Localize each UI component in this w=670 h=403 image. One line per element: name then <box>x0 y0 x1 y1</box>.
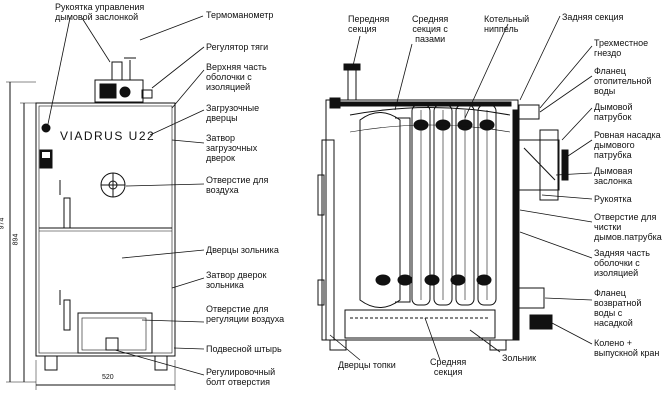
left-leaders <box>47 15 205 376</box>
label-firebox-door: Дверцы топки <box>338 360 396 370</box>
section-leaders <box>329 15 593 361</box>
section-casing <box>325 99 519 341</box>
label-upper-casing: Верхняя часть оболочки с изоляцией <box>206 62 267 92</box>
label-ash-door: Дверцы зольника <box>206 245 279 255</box>
front-section-tube <box>347 69 357 101</box>
dimension-894: 894 <box>12 233 20 246</box>
label-ash-door-latch: Затвор дверок зольника <box>206 270 267 290</box>
regulating-bolt-box <box>105 337 119 351</box>
label-front-section: Передняя секция <box>348 14 390 34</box>
label-smoke-pipe: Дымовой патрубок <box>594 102 633 122</box>
label-smoke-pipe-nozzle: Ровная насадка дымового патрубка <box>594 130 661 160</box>
brand-label: VIADRUS U22 <box>60 129 156 143</box>
label-smoke-damper: Дымовая заслонка <box>594 166 633 186</box>
dimension-974: 974 <box>0 217 6 230</box>
label-three-way-socket: Трехместное гнездо <box>594 38 649 58</box>
ash-pan-frame <box>77 312 153 354</box>
label-middle-section-grooves: Средняя секция с пазами <box>412 14 449 44</box>
section-view <box>317 63 569 351</box>
label-thermomanometer: Термоманометр <box>206 10 274 20</box>
label-boiler-nipple: Котельный ниппель <box>484 14 530 34</box>
dimension-520: 520 <box>102 374 114 381</box>
front-view <box>6 57 176 390</box>
label-return-flange: Фланец возвратной воды с насадкой <box>594 288 642 328</box>
label-rear-section: Задняя секция <box>562 12 624 22</box>
label-suspension-pin: Подвесной штырь <box>206 344 282 354</box>
thermomanometer-gauge <box>41 123 51 133</box>
label-middle-section: Средняя секция <box>430 357 467 377</box>
label-handle: Рукоятка <box>594 194 632 204</box>
return-flange <box>518 287 545 309</box>
label-loading-door-latch: Затвор загрузочных дверок <box>206 133 258 163</box>
label-air-regulation-opening: Отверстие для регуляции воздуха <box>206 304 285 324</box>
label-ash-pan: Зольник <box>502 353 537 363</box>
label-heating-flange: Фланец отопительной воды <box>594 66 652 96</box>
label-loading-door: Загрузочные дверцы <box>206 103 260 123</box>
label-cleaning-opening: Отверстие для чистки дымов.патрубка <box>594 212 662 242</box>
label-air-opening: Отверстие для воздуха <box>206 175 269 195</box>
smoke-pipe-section <box>518 139 560 191</box>
middle-sections <box>359 104 497 308</box>
boiler-body-outline <box>35 102 176 357</box>
label-smoke-damper-handle: Рукоятка управления дымовой заслонкой <box>55 2 145 22</box>
boiler-nipples <box>375 119 495 286</box>
label-draft-regulator: Регулятор тяги <box>206 42 269 52</box>
label-regulating-bolt: Регулировочный болт отверстия <box>206 367 276 387</box>
heating-flange <box>518 104 540 120</box>
elbow-drain <box>529 314 553 330</box>
label-elbow-drain-valve: Колено + выпускной кран <box>594 338 660 358</box>
ash-pan-section <box>344 309 496 339</box>
label-rear-casing: Задняя часть оболочки с изоляцией <box>594 248 650 278</box>
